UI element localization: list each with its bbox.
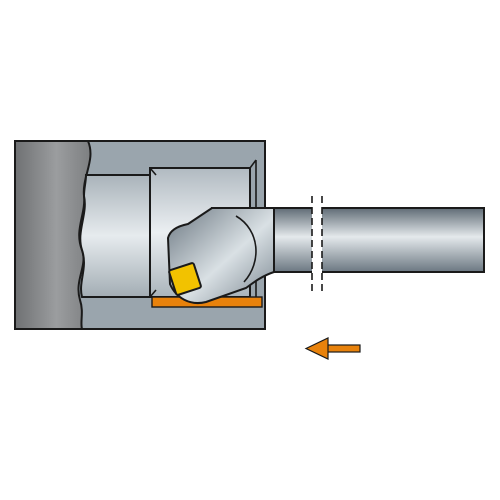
- head-clamp-curve: [235, 215, 257, 283]
- break-lines-icon: [311, 196, 323, 292]
- shank-break-gap: [312, 200, 322, 280]
- workpiece-cut-section: [14, 140, 92, 330]
- left-arrow-icon: [304, 337, 361, 360]
- square-insert-icon: [168, 262, 202, 296]
- workpiece-bore-large: [79, 174, 151, 298]
- bore-chamfer-lines: [149, 159, 257, 306]
